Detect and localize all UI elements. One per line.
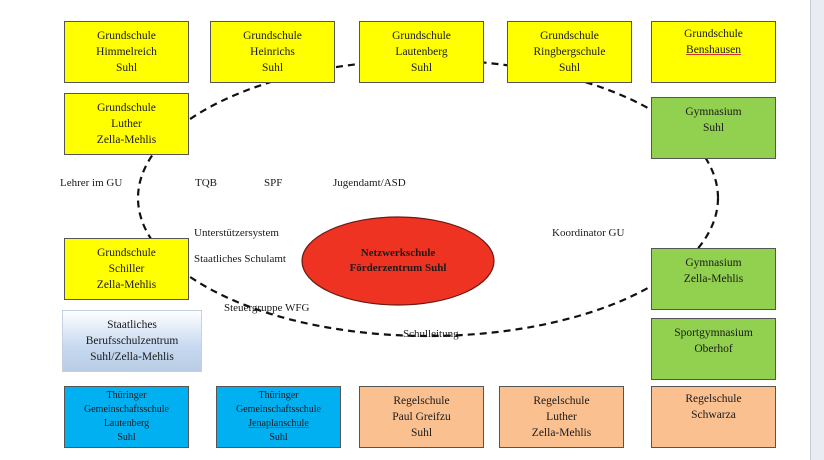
box-line: Grundschule bbox=[684, 28, 743, 40]
label-steuergruppe: Steuergruppe WFG bbox=[224, 302, 310, 314]
box-line: Oberhof bbox=[694, 343, 733, 355]
box-line: Zella-Mehlis bbox=[531, 427, 592, 439]
box-line: Ringbergschule bbox=[533, 46, 606, 58]
box-line: Grundschule bbox=[97, 30, 156, 42]
box-line: Gemeinschaftsschule bbox=[236, 404, 321, 415]
box-line: Suhl bbox=[702, 122, 725, 134]
box-line: Schiller bbox=[108, 263, 145, 275]
network-ring bbox=[136, 58, 720, 338]
center-line-1: Netzwerkschule bbox=[360, 247, 436, 259]
school-gs-heinrichs: Grundschule Heinrichs Suhl bbox=[210, 21, 335, 83]
box-line: Luther bbox=[546, 411, 577, 423]
school-rs-luther: Regelschule Luther Zella-Mehlis bbox=[499, 386, 624, 448]
label-spf: SPF bbox=[264, 177, 283, 189]
school-tgs-lautenberg: Thüringer Gemeinschaftsschule Lautenberg… bbox=[64, 386, 189, 448]
school-gym-suhl: Gymnasium Suhl bbox=[651, 97, 776, 159]
box-line: Suhl/Zella-Mehlis bbox=[90, 351, 174, 363]
box-line: Thüringer bbox=[106, 390, 147, 401]
box-line: Gymnasium bbox=[685, 106, 742, 118]
box-line: Lautenberg bbox=[395, 46, 448, 58]
school-tgs-jenaplan: Thüringer Gemeinschaftsschule Jenaplansc… bbox=[216, 386, 341, 448]
school-gs-luther: Grundschule Luther Zella-Mehlis bbox=[64, 93, 189, 155]
center-label: Netzwerkschule Förderzentrum Suhl bbox=[300, 216, 496, 306]
box-line: Zella-Mehlis bbox=[96, 134, 157, 146]
box-line: Suhl bbox=[115, 62, 138, 74]
box-line: Regelschule bbox=[533, 395, 590, 407]
box-line: Grundschule bbox=[392, 30, 451, 42]
label-jugendamt: Jugendamt/ASD bbox=[333, 177, 406, 189]
box-line: Grundschule bbox=[97, 102, 156, 114]
box-line: Luther bbox=[111, 118, 142, 130]
box-line: Benshausen bbox=[686, 44, 741, 56]
box-line: Paul Greifzu bbox=[392, 411, 451, 423]
box-line: Thüringer bbox=[258, 390, 299, 401]
school-rs-greifzu: Regelschule Paul Greifzu Suhl bbox=[359, 386, 484, 448]
label-schulleitung: Schulleitung bbox=[403, 328, 459, 340]
box-line: Staatliches bbox=[107, 319, 157, 331]
box-line: Heinrichs bbox=[250, 46, 295, 58]
box-line: Grundschule bbox=[97, 247, 156, 259]
box-line: Gymnasium bbox=[685, 257, 742, 269]
box-line: Gemeinschaftsschule bbox=[84, 404, 169, 415]
box-line: Suhl bbox=[558, 62, 581, 74]
box-line: Regelschule bbox=[393, 395, 450, 407]
school-gs-benshausen: Grundschule Benshausen bbox=[651, 21, 776, 83]
box-line: Sportgymnasium bbox=[674, 327, 753, 339]
school-berufsschulzentrum: Staatliches Berufsschulzentrum Suhl/Zell… bbox=[62, 310, 202, 372]
center-ellipse bbox=[301, 216, 495, 306]
school-rs-schwarza: Regelschule Schwarza bbox=[651, 386, 776, 448]
school-sportgymnasium: Sportgymnasium Oberhof bbox=[651, 318, 776, 380]
label-koordinator: Koordinator GU bbox=[552, 227, 625, 239]
school-gs-ringbergschule: Grundschule Ringbergschule Suhl bbox=[507, 21, 632, 83]
label-tqb: TQB bbox=[195, 177, 217, 189]
box-line: Suhl bbox=[269, 432, 288, 443]
school-gs-schiller: Grundschule Schiller Zella-Mehlis bbox=[64, 238, 189, 300]
box-line: Himmelreich bbox=[96, 46, 157, 58]
box-line: Suhl bbox=[410, 62, 433, 74]
box-line: Zella-Mehlis bbox=[683, 273, 744, 285]
box-line: Berufsschulzentrum bbox=[85, 335, 179, 347]
label-unterstuetzersystem: Unterstützersystem bbox=[194, 227, 279, 239]
box-line: Grundschule bbox=[243, 30, 302, 42]
label-schulamt: Staatliches Schulamt bbox=[194, 253, 286, 265]
school-gs-lautenberg: Grundschule Lautenberg Suhl bbox=[359, 21, 484, 83]
school-gym-zella-mehlis: Gymnasium Zella-Mehlis bbox=[651, 248, 776, 310]
label-lehrer-im-gu: Lehrer im GU bbox=[60, 177, 123, 189]
window-edge bbox=[810, 0, 824, 460]
center-line-2: Förderzentrum Suhl bbox=[349, 262, 447, 274]
box-line: Suhl bbox=[261, 62, 284, 74]
box-line: Grundschule bbox=[540, 30, 599, 42]
box-line: Schwarza bbox=[691, 409, 736, 421]
box-line: Jenaplanschule bbox=[248, 418, 309, 429]
box-line: Regelschule bbox=[685, 393, 742, 405]
box-line: Lautenberg bbox=[103, 418, 150, 429]
box-line: Suhl bbox=[410, 427, 433, 439]
box-line: Suhl bbox=[117, 432, 136, 443]
box-line: Zella-Mehlis bbox=[96, 279, 157, 291]
school-gs-himmelreich: Grundschule Himmelreich Suhl bbox=[64, 21, 189, 83]
